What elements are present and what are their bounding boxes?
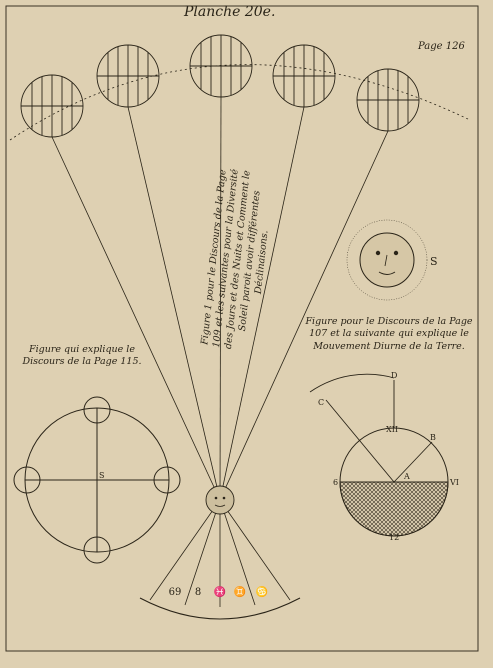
sun-face	[346, 219, 428, 301]
globe-c-label: C	[318, 398, 324, 407]
sun-label: S	[430, 255, 438, 268]
zodiac-sign: 8	[195, 587, 201, 598]
caption-left: Figure qui explique le Discours de la Pa…	[22, 344, 142, 368]
globe-5	[356, 68, 420, 132]
globe-right-label: VI	[449, 478, 459, 487]
zodiac-sign: 69	[169, 587, 182, 598]
central-sun	[205, 485, 235, 515]
globe-1	[20, 74, 84, 138]
zodiac-sign: ♋	[256, 585, 268, 598]
zodiac-sign: ♓	[214, 585, 226, 598]
plate-border	[5, 5, 479, 652]
zodiac-arc	[139, 597, 301, 620]
globe-4	[272, 44, 336, 108]
globe-left-label: 6	[333, 478, 338, 487]
orbit-figure	[13, 396, 181, 564]
caption-right: Figure pour le Discours de la Page 107 e…	[305, 316, 473, 352]
globe-a-label: A	[403, 472, 410, 481]
orbit-center-label: S	[99, 471, 104, 480]
globe-noon-label: XII	[386, 425, 398, 434]
globe-3	[189, 34, 253, 98]
globe-2	[96, 44, 160, 108]
plate-title: Planche 20e.	[184, 4, 276, 20]
zodiac-sign: ♊	[234, 585, 246, 598]
day-night-globe	[309, 373, 449, 537]
page-reference: Page 126	[418, 41, 465, 52]
sun-rays	[51, 96, 389, 607]
top-globes	[9, 34, 471, 141]
globe-top-label: D	[391, 371, 397, 380]
globe-bottom-label: 12	[389, 533, 399, 542]
globe-b-label: B	[430, 433, 436, 442]
